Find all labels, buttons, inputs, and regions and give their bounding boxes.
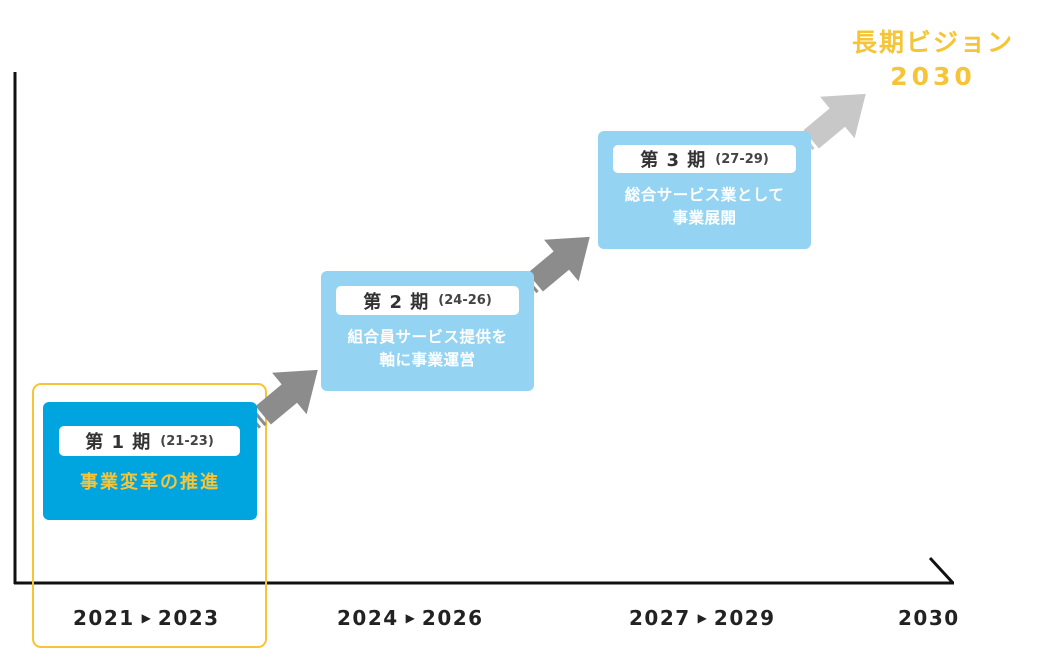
year-label-1: 2021 ▶ 2023 [73,606,220,630]
phase-1-highlight-frame [32,383,267,648]
phase-2-range: (24-26) [438,293,492,308]
year-3-end: 2029 [713,606,776,630]
vision-line1: 長期ビジョン [851,28,1014,57]
year-1-end: 2023 [157,606,220,630]
year-2-end: 2026 [421,606,484,630]
long-term-vision-title: 長期ビジョン 2030 [828,26,1038,94]
phase-3-desc-line2: 事業展開 [672,209,737,227]
phase-3-label: 第 3 期 [640,150,707,171]
phase-1-label-box: 第 1 期 (21-23) [59,426,240,456]
phase-3-desc-line1: 総合サービス業として [624,186,785,204]
year-label-4: 2030 [898,606,960,630]
year-1-separator: ▶ [141,611,151,625]
year-1-start: 2021 [73,606,135,630]
phase-1-box: 第 1 期 (21-23) 事業変革の推進 [43,402,257,520]
phase-2-desc-line1: 組合員サービス提供を [347,328,508,346]
year-4: 2030 [898,606,960,630]
year-label-3: 2027 ▶ 2029 [629,606,776,630]
phase-2-box: 第 2 期 (24-26) 組合員サービス提供を 軸に事業運営 [321,271,534,391]
year-3-separator: ▶ [697,611,707,625]
phase-3-description: 総合サービス業として 事業展開 [598,184,811,230]
year-label-2: 2024 ▶ 2026 [337,606,484,630]
phase-1-range: (21-23) [160,433,214,449]
vision-year: 2030 [890,62,976,91]
phase-2-description: 組合員サービス提供を 軸に事業運営 [321,326,534,372]
phase-3-box: 第 3 期 (27-29) 総合サービス業として 事業展開 [598,131,811,249]
phase-3-range: (27-29) [715,151,769,167]
phase-1-desc-line1: 事業変革の推進 [80,472,220,493]
year-2-separator: ▶ [405,611,415,625]
phase-1-label: 第 1 期 [85,432,152,453]
phase-1-description: 事業変革の推進 [43,471,257,494]
phase-2-label: 第 2 期 [363,291,430,313]
phase-2-desc-line2: 軸に事業運営 [379,351,476,369]
year-2-start: 2024 [337,606,399,630]
year-3-start: 2027 [629,606,691,630]
phase-2-label-box: 第 2 期 (24-26) [336,286,519,315]
x-axis-arrow-tick [928,556,955,585]
phase-3-label-box: 第 3 期 (27-29) [613,145,796,173]
